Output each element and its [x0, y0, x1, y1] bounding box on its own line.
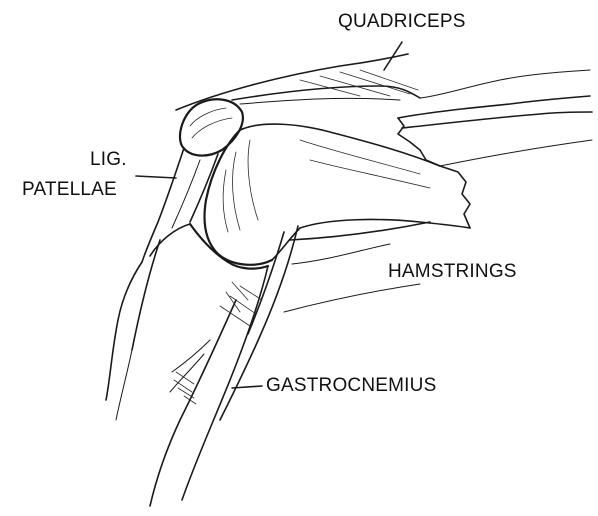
label-gastrocnemius: GASTROCNEMIUS — [266, 376, 436, 395]
tibia — [106, 224, 268, 506]
patella — [180, 99, 243, 155]
label-lig-line1: LIG. — [90, 150, 127, 169]
femur — [205, 96, 593, 265]
label-quadriceps: QUADRICEPS — [338, 12, 466, 31]
label-lig-line2: PATELLAE — [22, 180, 117, 199]
leader-lig-patellae — [136, 176, 176, 178]
label-hamstrings: HAMSTRINGS — [388, 262, 517, 281]
